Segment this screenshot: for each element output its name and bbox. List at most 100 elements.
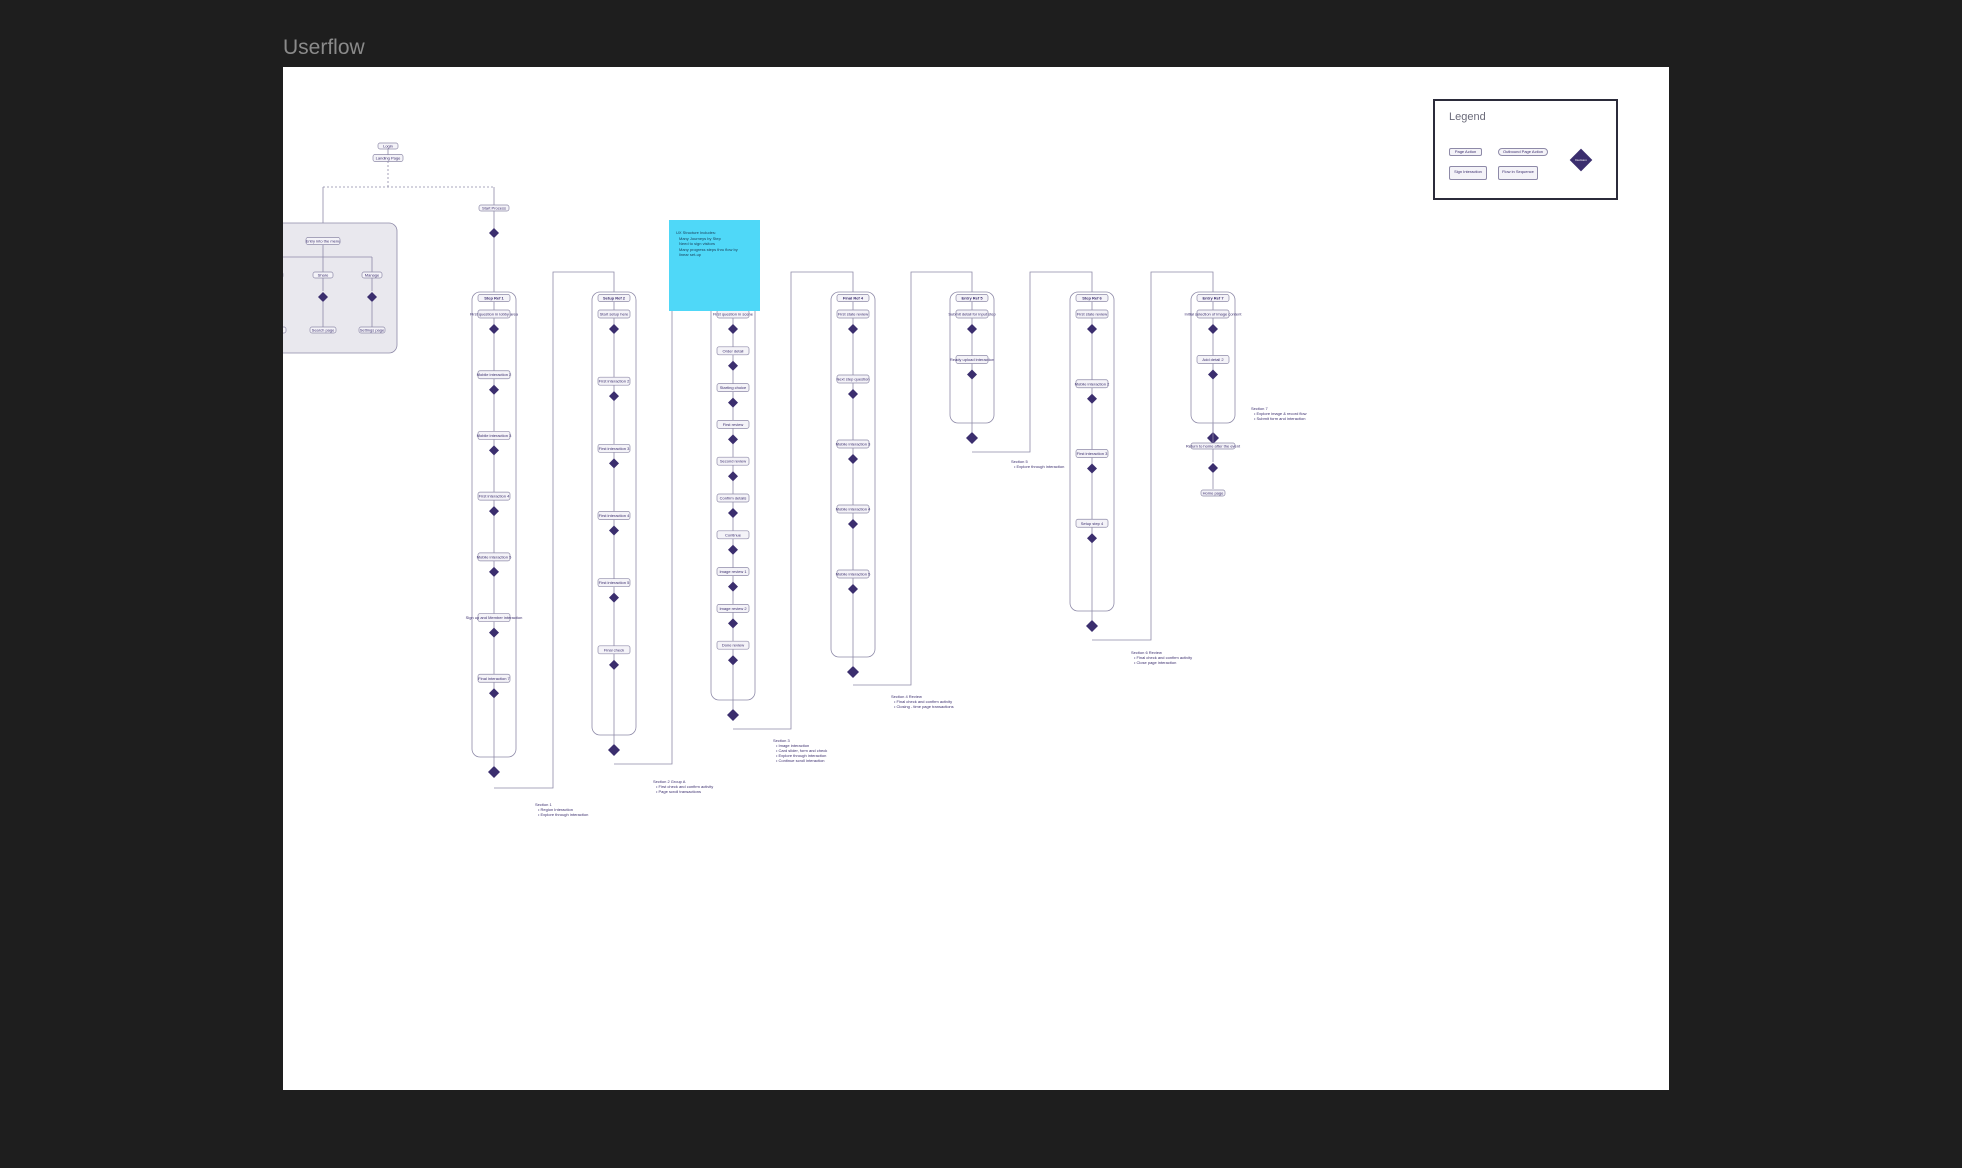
decision-icon — [728, 618, 738, 629]
section-note-item: • Image interaction — [776, 743, 810, 748]
section-note-item: • Explore image & record flow — [1254, 411, 1307, 416]
legend-title: Legend — [1449, 111, 1486, 123]
step-node-label: Mobile interaction 3 — [836, 442, 871, 447]
decision-icon — [609, 592, 619, 603]
column-header — [955, 294, 989, 302]
step-node — [477, 370, 511, 380]
legend-page-action: Page Action — [1449, 148, 1482, 156]
decision-icon — [728, 581, 738, 592]
decision-icon — [1208, 463, 1218, 473]
decision-icon — [966, 432, 978, 444]
legend-flow-sequence: Flow in Sequence — [1498, 166, 1538, 180]
decision-icon — [489, 506, 499, 517]
column-header — [597, 294, 631, 302]
sticky-note-heading: UX Structure Includes: — [676, 230, 717, 235]
section-note-item: • Region Interaction — [538, 807, 573, 812]
column-header-label: Entry Ref 5 — [961, 296, 983, 301]
section-note-item: • Final check and confirm activity — [1134, 655, 1193, 660]
step-node-label: First review — [723, 422, 744, 427]
column-header — [1075, 294, 1109, 302]
section-note-item: • Submit form and interaction — [1254, 416, 1306, 421]
decision-icon — [728, 434, 738, 445]
return-step-node-label: Return to home after the event — [1186, 444, 1241, 449]
step-node-label: Mobile interaction 2 — [477, 372, 512, 377]
step-node-label: Continue — [725, 532, 742, 537]
section-note-item: • Explore through interaction — [776, 753, 827, 758]
section-note: Section 2 Group A• First check and confi… — [653, 779, 713, 794]
decision-icon — [609, 659, 619, 670]
sticky-note-item: Many Journeys by Step — [679, 235, 721, 241]
section-note-item: • Close page interaction — [1134, 660, 1177, 665]
decision-icon — [608, 744, 620, 756]
decision-icon — [489, 228, 499, 238]
step-node — [836, 374, 870, 384]
step-node — [1196, 309, 1230, 319]
sticky-note-item: Need to sign visitors — [679, 241, 716, 246]
decision-icon — [728, 397, 738, 408]
step-node — [597, 309, 631, 319]
column-header — [836, 294, 870, 302]
decision-icon — [848, 324, 858, 334]
legend-decision-label: Decision — [1575, 158, 1587, 162]
step-node — [597, 376, 631, 386]
sticky-note-item: Many progress steps thru flow by — [679, 246, 738, 252]
section-note-item: • Page scroll transactions — [656, 789, 701, 794]
end-node — [1200, 489, 1226, 497]
step-node-label: First question in lobby area — [470, 312, 519, 317]
section-note-title: Section 3 — [773, 738, 790, 743]
menu-page-node-label: Search page — [312, 328, 335, 333]
step-node — [597, 578, 631, 588]
decision-icon — [728, 544, 738, 555]
connector-line — [1092, 271, 1214, 641]
decision-icon — [848, 519, 858, 529]
section-note-title: Section 1 — [535, 802, 552, 807]
frame-title: Userflow — [283, 36, 365, 59]
section-note-item: • Explore through interaction — [538, 812, 589, 817]
decision-icon — [489, 627, 499, 638]
step-node-label: First interaction 2 — [599, 379, 630, 384]
section-note: Section 7• Explore image & record flow• … — [1251, 406, 1307, 421]
legend-sign-interaction: Sign Interaction — [1449, 166, 1487, 180]
decision-icon — [847, 666, 859, 678]
step-node-label: First interaction 5 — [599, 580, 630, 585]
decision-icon — [609, 391, 619, 402]
step-node-label: First interaction 3 — [599, 446, 630, 451]
menu-page-node — [309, 326, 337, 334]
menu-entry-node-label: Entry into the menu — [306, 239, 341, 244]
step-node-label: First question in scene — [713, 312, 754, 317]
connector-line — [972, 271, 1093, 453]
section-note: Section 1• Region Interaction• Explore t… — [535, 802, 588, 817]
step-node — [716, 346, 750, 356]
step-node-label: Sign up and Member interaction — [466, 615, 523, 620]
step-node — [836, 569, 870, 579]
decision-icon — [1208, 369, 1218, 380]
decision-icon — [967, 369, 977, 380]
section-note-title: Section 6 Review — [1131, 650, 1162, 655]
step-node — [1075, 379, 1109, 389]
step-node — [716, 604, 750, 613]
step-node-label: Confirm details — [720, 496, 747, 501]
section-note: Section 3• Image interaction• Card slide… — [773, 738, 827, 763]
decision-icon — [1087, 533, 1097, 544]
decision-icon — [1208, 324, 1218, 334]
landing-node-label: Landing Page — [376, 156, 401, 161]
decision-icon — [1087, 324, 1097, 334]
step-node-label: Mobile interaction 3 — [477, 433, 512, 438]
step-node-label: Mobile interaction 2 — [1075, 381, 1110, 386]
decision-icon — [728, 360, 738, 371]
sticky-note[interactable]: UX Structure Includes: Many Journeys by … — [669, 220, 760, 311]
step-node-label: Ready upload interaction — [950, 357, 994, 362]
decision-icon — [489, 566, 499, 577]
section-note-item: • Closing - time page transactions — [894, 704, 954, 709]
section-note: Section 6 Review• Final check and confir… — [1131, 650, 1192, 665]
step-node — [716, 640, 750, 650]
step-node — [955, 355, 989, 364]
step-node-label: Setup step 4 — [1081, 521, 1104, 526]
step-node — [477, 613, 511, 622]
step-node — [477, 673, 511, 683]
menu-page-node-label: Settings page — [360, 328, 385, 333]
step-node — [477, 552, 511, 562]
decision-icon — [728, 655, 738, 666]
section-note-title: Section 4 Review — [891, 694, 922, 699]
